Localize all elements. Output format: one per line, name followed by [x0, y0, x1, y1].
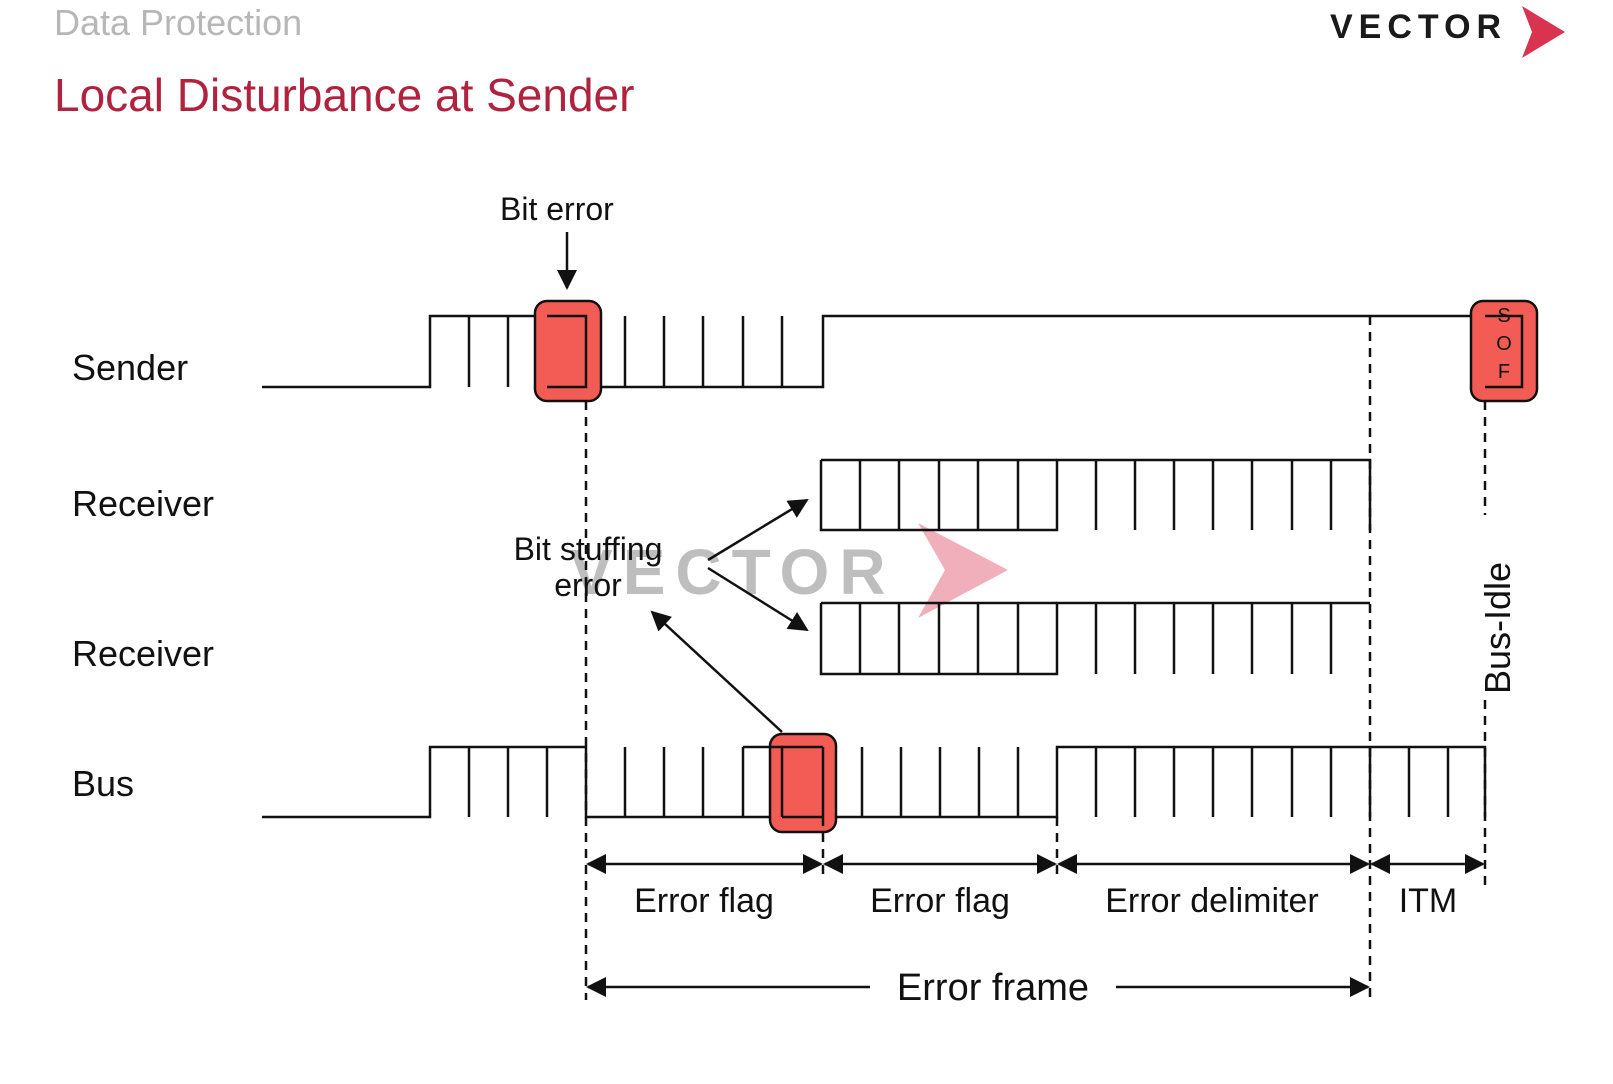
error-flag-2-label: Error flag [870, 882, 1010, 920]
bus-waveform [262, 745, 1487, 819]
bit-error-highlight [533, 299, 603, 403]
error-frame-label: Error frame [897, 967, 1089, 1009]
bus-idle-label: Bus-Idle [1477, 562, 1518, 694]
receiver-1-waveform [819, 458, 1372, 532]
bit-stuffing-highlight [768, 732, 838, 834]
sof-letter-o: O [1496, 333, 1512, 355]
receiver-2-waveform [819, 601, 1370, 676]
sender-label: Sender [72, 347, 188, 388]
watermark-chevron-icon [918, 523, 1008, 618]
vector-logo-chevron-icon [1522, 6, 1565, 58]
sof-letter-f: F [1498, 361, 1510, 383]
sof-highlight [1469, 299, 1539, 403]
slide-title: Local Disturbance at Sender [54, 69, 635, 121]
segment-arrows [586, 854, 1485, 997]
bit-stuffing-arrows [650, 498, 809, 733]
sof-letter-s: S [1497, 305, 1510, 327]
error-delimiter-label: Error delimiter [1105, 882, 1318, 920]
vector-logo-text: VECTOR [1330, 8, 1508, 46]
bit-stuffing-label-line1: Bit stuffing [514, 531, 663, 567]
sender-waveform [262, 314, 1485, 389]
itm-label: ITM [1399, 882, 1458, 920]
error-flag-1-label: Error flag [634, 882, 774, 920]
bit-stuffing-label-line2: error [554, 567, 622, 603]
receiver-1-label: Receiver [72, 483, 214, 524]
bus-label: Bus [72, 763, 134, 804]
bit-error-label: Bit error [500, 191, 614, 227]
section-title: Data Protection [54, 2, 303, 43]
receiver-2-label: Receiver [72, 633, 214, 674]
